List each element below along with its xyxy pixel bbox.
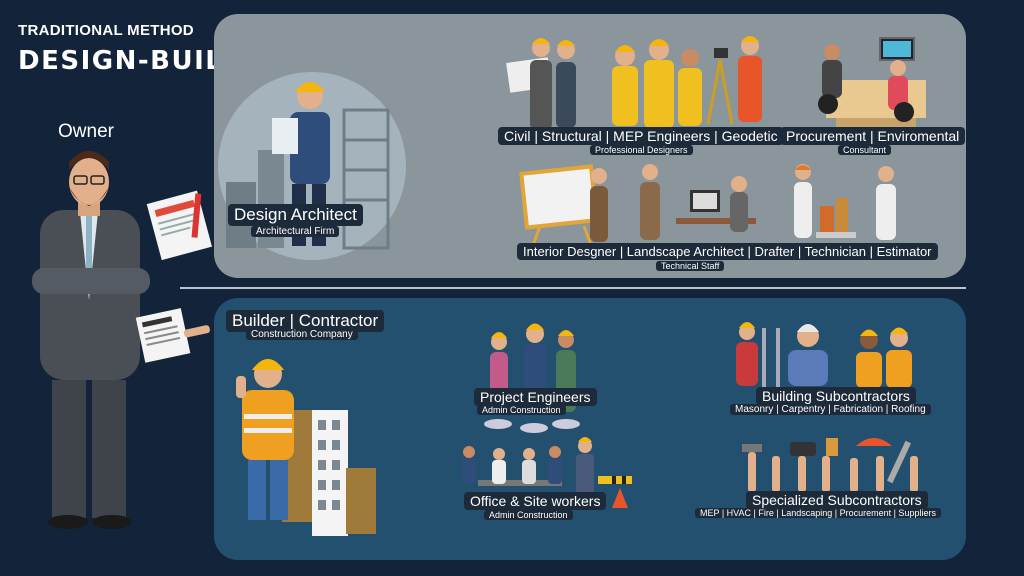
technical-label: Interior Desgner | Landscape Architect |… — [517, 243, 938, 260]
builder-label: Builder | Contractor — [226, 310, 385, 332]
specialized-subs-sublabel: MEP | HVAC | Fire | Landscaping | Procur… — [695, 508, 941, 518]
builder-scene — [236, 359, 376, 536]
contract-icon — [146, 190, 212, 261]
project-engineers-label: Project Engineers — [474, 388, 597, 406]
procurement-sublabel: Consultant — [838, 145, 892, 155]
diagram-subtitle: DESIGN-BUILD — [18, 46, 247, 76]
architect-sublabel: Architectural Firm — [251, 226, 340, 237]
engineers-group — [506, 36, 762, 130]
office-site-label: Office & Site workers — [464, 492, 607, 510]
tools-icon — [742, 438, 918, 492]
section-divider — [180, 287, 966, 289]
office-site-sublabel: Admin Construction — [484, 510, 573, 520]
technical-staff-scene — [519, 164, 896, 249]
contract-icon — [135, 308, 210, 363]
specialized-subs-label: Specialized Subcontractors — [746, 491, 928, 509]
architect-label: Design Architect — [228, 204, 363, 226]
procurement-label: Procurement | Enviromental — [780, 127, 966, 145]
engineers-sublabel: Professional Designers — [590, 145, 693, 155]
owner-label: Owner — [58, 121, 114, 142]
building-subs-label: Building Subcontractors — [756, 387, 916, 405]
engineers-label: Civil | Structural | MEP Engineers | Geo… — [498, 127, 784, 145]
project-engineers-scene — [484, 323, 580, 433]
builder-sublabel: Construction Company — [246, 329, 358, 340]
technical-sublabel: Technical Staff — [656, 261, 725, 271]
building-subs-sublabel: Masonry | Carpentry | Fabrication | Roof… — [730, 404, 931, 415]
diagram-title: TRADITIONAL METHOD — [18, 22, 194, 39]
building-subs-scene — [736, 322, 912, 388]
owner-person-icon — [32, 151, 150, 529]
procurement-scene — [818, 37, 926, 128]
project-engineers-sublabel: Admin Construction — [477, 405, 566, 415]
office-site-scene — [462, 437, 632, 508]
